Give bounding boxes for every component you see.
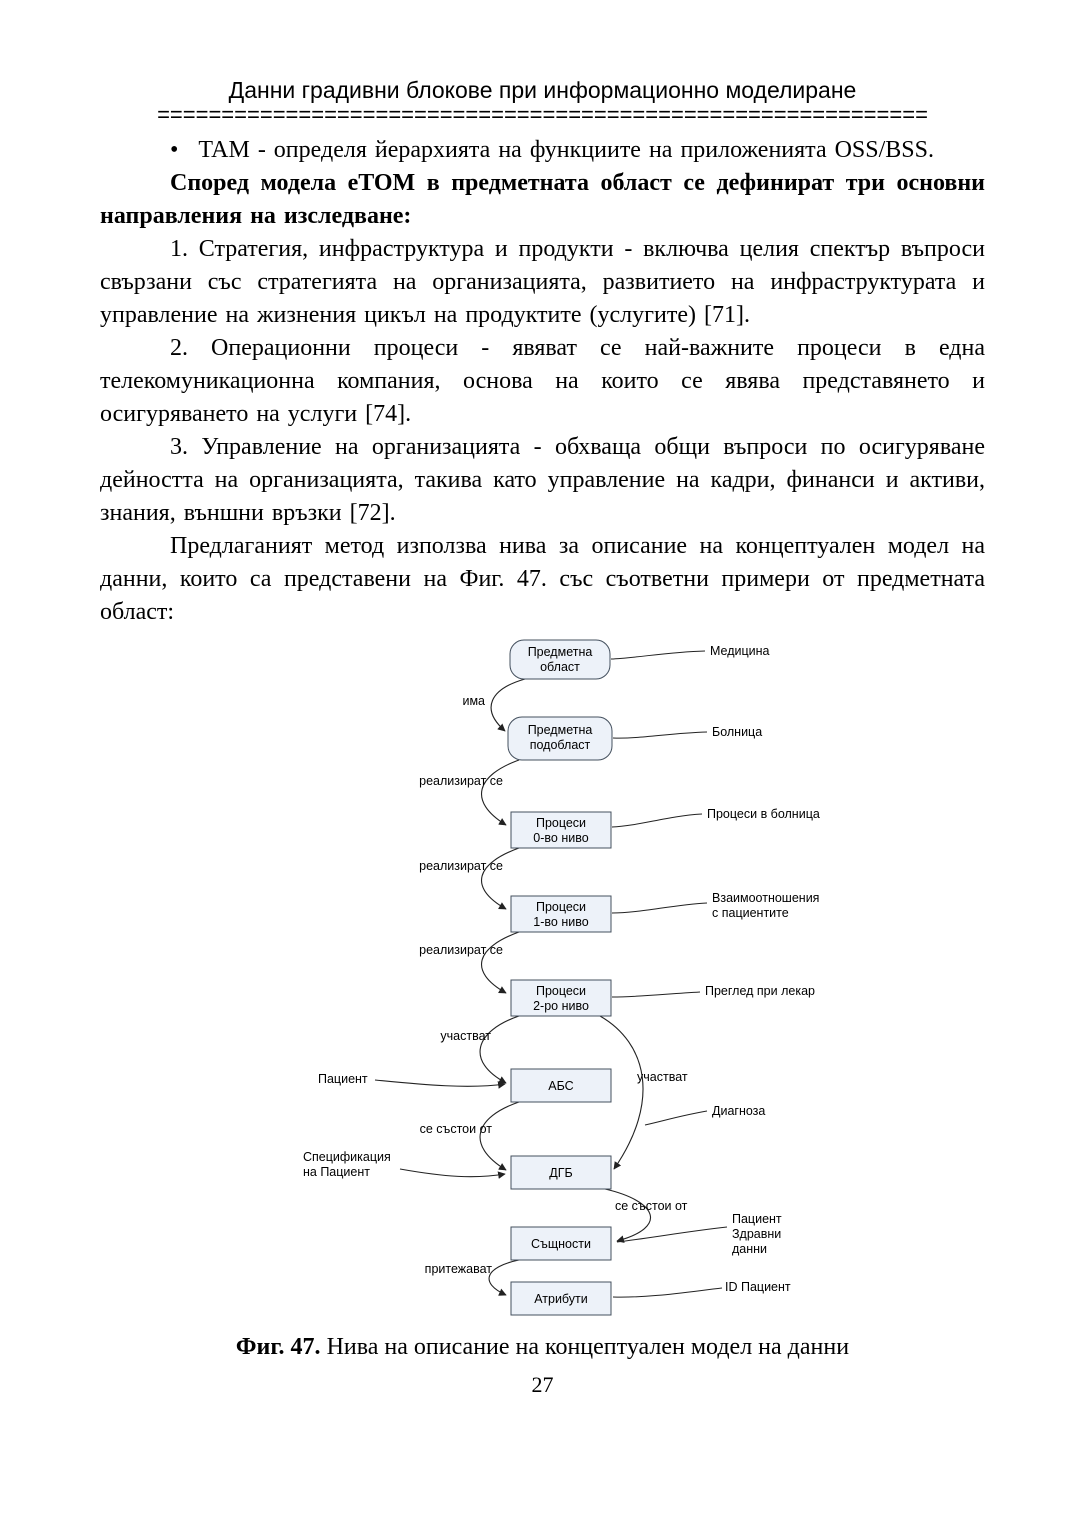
edge-se-sastoi-left-arrow (479, 1101, 520, 1171)
running-header: Данни градивни блокове при информационно… (228, 77, 857, 103)
node-predmetna-oblast (509, 639, 611, 680)
example-pregled: Преглед при лекар (705, 984, 815, 998)
edge-realizirat-2-arrow (481, 847, 520, 910)
node-predmetna-oblast-label-2: област (540, 660, 580, 674)
connector-vzaimootnosheniya (611, 902, 708, 914)
node-sashtnosti (510, 1226, 612, 1261)
node-abs (510, 1068, 612, 1103)
example-procesi-bolnica: Процеси в болница (707, 807, 820, 821)
example-pacient-left: Пациент (318, 1072, 368, 1086)
connector-pregled (611, 991, 701, 998)
node-predmetna-oblast-label-1: Предметна (528, 645, 593, 659)
edge-label-uchastvat-left: участват (440, 1029, 491, 1043)
example-medicina: Медицина (710, 644, 770, 658)
bullet-marker: • (170, 137, 179, 163)
node-predmetna-podoblast (507, 716, 613, 761)
paragraph-item-3: 3. Управление на организацията - обхваща… (100, 434, 985, 526)
node-predmetna-podoblast-label-1: Предметна (528, 723, 593, 737)
edge-spec-to-dgb-arrow (399, 1168, 506, 1179)
figure-47-diagram: Предметна област Предметна подобласт Про… (303, 639, 820, 1316)
header-separator: ========================================… (157, 104, 928, 126)
edge-label-realizirat-2: реализират се (419, 859, 503, 873)
connector-diagnoza (644, 1110, 708, 1126)
node-procesi-1 (510, 895, 612, 933)
example-specifikaciya-2: на Пациент (303, 1165, 370, 1179)
node-procesi-2-label-2: 2-ро ниво (533, 999, 589, 1013)
edge-pritezhavat-arrow (488, 1259, 520, 1296)
node-abs-label: АБС (548, 1079, 573, 1093)
node-sashtnosti-label: Същности (531, 1237, 591, 1251)
example-id-pacient: ID Пациент (725, 1280, 791, 1294)
node-procesi-0-label-2: 0-во ниво (533, 831, 588, 845)
figure-caption-number: Фиг. 47. (235, 1334, 321, 1360)
edge-label-realizirat-3: реализират се (419, 943, 503, 957)
example-pacient-zdravni-2: Здравни (732, 1227, 781, 1241)
example-vzaimootnosheniya-1: Взаимоотношения (712, 891, 819, 905)
figure-caption: Фиг. 47. Нива на описание на концептуале… (100, 1331, 985, 1364)
example-diagnoza: Диагноза (712, 1104, 765, 1118)
connector-pacient-zdravni (616, 1226, 728, 1243)
example-vzaimootnosheniya-2: с пациентите (712, 906, 789, 920)
node-atributi (510, 1281, 612, 1316)
figure-caption-text: Нива на описание на концептуален модел н… (326, 1334, 850, 1360)
edge-se-sastoi-right-arrow (604, 1188, 651, 1243)
paragraph-bullet-tam: • TAM - определя йерархията на функциите … (100, 134, 985, 167)
node-procesi-1-label-1: Процеси (536, 900, 586, 914)
edge-uchastvat-right-arrow (599, 1015, 644, 1170)
example-bolnica: Болница (712, 725, 762, 739)
example-specifikaciya-1: Спецификация (303, 1150, 391, 1164)
node-procesi-0-label-1: Процеси (536, 816, 586, 830)
node-procesi-0 (510, 811, 612, 849)
edge-uchastvat-left-arrow (479, 1015, 520, 1084)
edge-label-pritezhavat: притежават (425, 1262, 493, 1276)
node-dgb-label: ДГБ (549, 1166, 572, 1180)
edge-label-se-sastoi-right: се състои от (615, 1199, 688, 1213)
connector-id-pacient (612, 1287, 723, 1298)
edge-label-ima: има (462, 694, 485, 708)
node-atributi-label: Атрибути (534, 1292, 588, 1306)
edge-label-uchastvat-right: участват (637, 1070, 688, 1084)
node-dgb (510, 1155, 612, 1190)
edge-label-realizirat-1: реализират се (419, 774, 503, 788)
node-procesi-2-label-1: Процеси (536, 984, 586, 998)
figure-47: Предметна област Предметна подобласт Про… (100, 633, 985, 1323)
example-pacient-zdravni-3: данни (732, 1242, 767, 1256)
paragraph-item-2: 2. Операционни процеси - явяват се най-в… (100, 335, 985, 427)
node-procesi-1-label-2: 1-во ниво (533, 915, 588, 929)
node-predmetna-podoblast-label-2: подобласт (530, 738, 591, 752)
example-pacient-zdravni-1: Пациент (732, 1212, 782, 1226)
page-number: 27 (531, 1372, 554, 1397)
connector-bolnica (612, 731, 708, 739)
paragraph-etom-intro: Според модела eTOM в предметната област … (100, 170, 985, 229)
edge-ima-arrow (490, 678, 526, 732)
connector-procesi-bolnica (611, 813, 703, 828)
edge-realizirat-1-arrow (481, 759, 520, 826)
node-procesi-2 (510, 979, 612, 1017)
edge-label-se-sastoi-left: се състои от (420, 1122, 493, 1136)
edge-pacient-to-abs-arrow (374, 1079, 506, 1089)
paragraph-text: TAM - определя йерархията на функциите н… (198, 137, 934, 163)
connector-medicina (610, 650, 706, 660)
paragraph-method-intro: Предлаганият метод използва нива за опис… (100, 533, 985, 625)
edge-realizirat-3-arrow (481, 931, 520, 994)
paragraph-item-1: 1. Стратегия, инфраструктура и продукти … (100, 236, 985, 328)
